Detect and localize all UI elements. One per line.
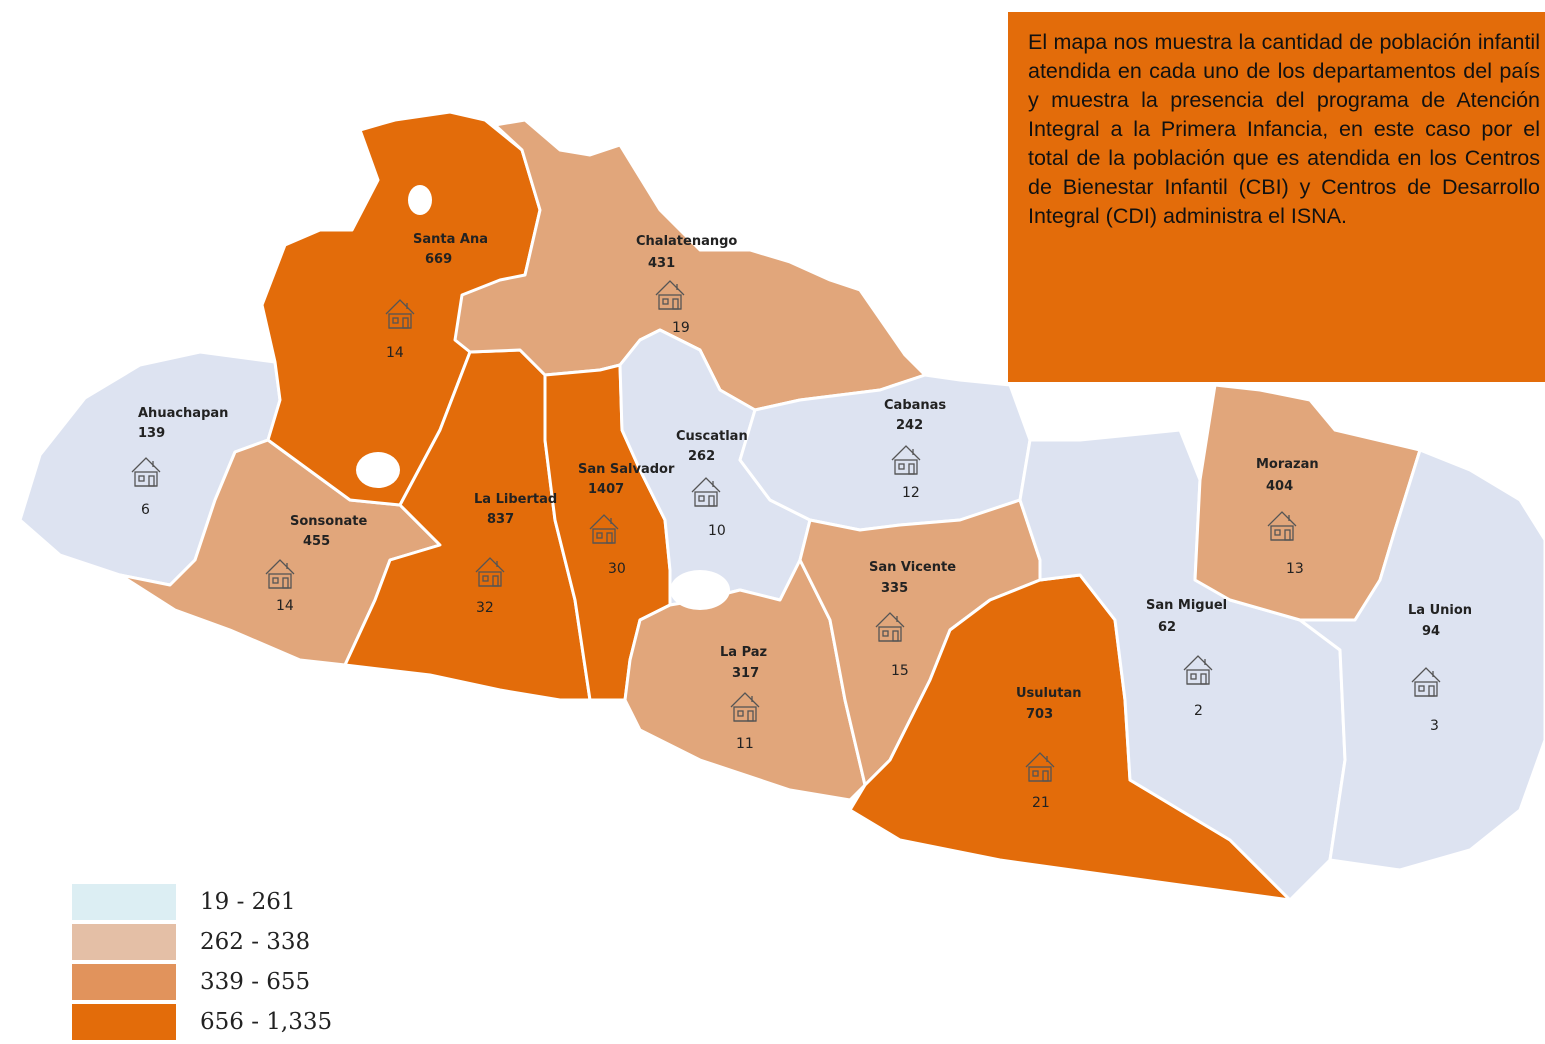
dept-centers: 15 [891,663,909,679]
dept-centers: 30 [608,561,626,577]
dept-value: 94 [1422,624,1440,639]
lake-ilopango [670,570,730,610]
dept-value: 404 [1266,479,1293,494]
dept-centers: 21 [1032,795,1050,811]
dept-value: 62 [1158,620,1176,635]
dept-name: San Miguel [1146,598,1227,613]
dept-name: Ahuachapan [138,406,228,421]
dept-name: Cabanas [884,398,946,413]
legend-item: 339 - 655 [72,962,332,1002]
label-santa-ana: Santa Ana 669 14 [385,232,488,361]
legend-swatch [72,924,176,960]
label-cabanas: Cabanas 242 12 [884,398,946,501]
dept-value: 837 [487,512,514,527]
dept-centers: 32 [476,600,494,616]
dept-name: Santa Ana [413,232,488,247]
label-sonsonate: Sonsonate 455 14 [265,514,367,614]
label-san-salvador: San Salvador 1407 30 [578,462,675,577]
legend-label: 19 - 261 [200,889,296,915]
dept-centers: 11 [736,736,754,752]
legend-item: 262 - 338 [72,922,332,962]
dept-name: La Paz [720,645,767,660]
label-la-union: La Union 94 3 [1408,603,1472,734]
label-san-miguel: San Miguel 62 2 [1146,598,1227,719]
dept-centers: 12 [902,485,920,501]
dept-name: Sonsonate [290,514,367,529]
label-san-vicente: San Vicente 335 15 [869,560,956,679]
label-usulutan: Usulutan 703 21 [1016,686,1082,811]
label-chalatenango: Chalatenango 431 19 [636,234,737,336]
label-la-paz: La Paz 317 11 [720,645,767,752]
dept-centers: 14 [276,598,294,614]
legend-swatch [72,1004,176,1040]
legend: 19 - 261 262 - 338 339 - 655 656 - 1,335 [72,882,332,1042]
label-cuscatlan: Cuscatlan 262 10 [676,429,748,539]
dept-value: 317 [732,666,759,681]
dept-value: 669 [425,252,452,267]
dept-centers: 13 [1286,561,1304,577]
dept-value: 242 [896,418,923,433]
dept-centers: 6 [141,502,150,518]
lake-coatepeque [356,452,400,488]
legend-label: 262 - 338 [200,929,311,955]
dept-centers: 14 [386,345,404,361]
info-box: El mapa nos muestra la cantidad de pobla… [1008,12,1545,382]
dept-centers: 2 [1194,703,1203,719]
dept-name: Cuscatlan [676,429,748,444]
dept-name: Morazan [1256,457,1319,472]
dept-centers: 3 [1430,718,1439,734]
label-ahuachapan: Ahuachapan 139 6 [131,406,228,518]
dept-centers: 10 [708,523,726,539]
dept-name: San Vicente [869,560,956,575]
lake-guija [408,185,432,215]
dept-value: 335 [881,581,908,596]
dept-value: 431 [648,256,675,271]
dept-value: 262 [688,449,715,464]
info-text: El mapa nos muestra la cantidad de pobla… [1028,30,1540,228]
legend-label: 339 - 655 [200,969,311,995]
dept-centers: 19 [672,320,690,336]
dept-name: Chalatenango [636,234,737,249]
dept-name: La Union [1408,603,1472,618]
dept-value: 455 [303,534,330,549]
legend-swatch [72,884,176,920]
dept-name: La Libertad [474,492,557,507]
legend-item: 19 - 261 [72,882,332,922]
dept-value: 1407 [588,482,624,497]
dept-name: Usulutan [1016,686,1082,701]
dept-name: San Salvador [578,462,675,477]
legend-swatch [72,964,176,1000]
dept-value: 139 [138,426,165,441]
dept-value: 703 [1026,707,1053,722]
region-la-union[interactable] [1298,448,1545,872]
label-morazan: Morazan 404 13 [1256,457,1319,577]
label-la-libertad: La Libertad 837 32 [474,492,557,616]
legend-item: 656 - 1,335 [72,1002,332,1042]
legend-label: 656 - 1,335 [200,1009,333,1035]
